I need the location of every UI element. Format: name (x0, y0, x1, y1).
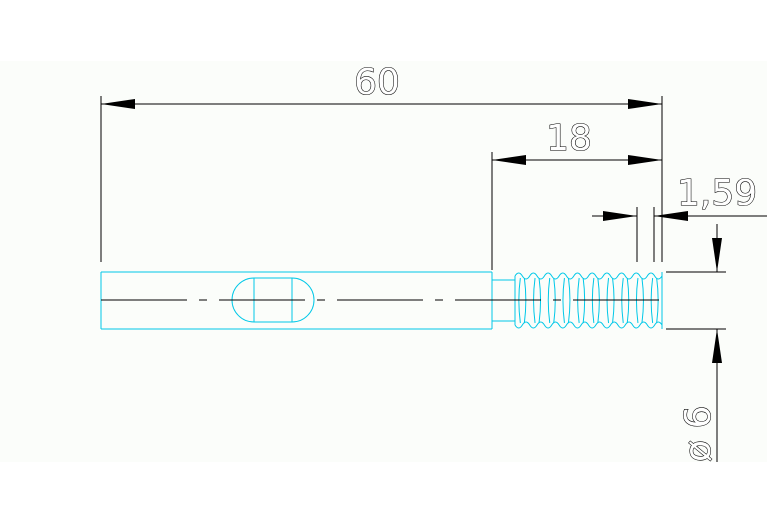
dim-pitch: 1,59 (677, 173, 757, 214)
thread-profile (514, 272, 663, 280)
cross-hole (231, 277, 315, 323)
dimension-thread-length (491, 152, 662, 270)
dim-diameter: ø 6 (678, 406, 719, 462)
dim-overall-length: 60 (354, 62, 400, 103)
dim-thread-length: 18 (546, 118, 592, 159)
dimension-overall (100, 96, 663, 262)
dimension-diameter (666, 224, 726, 462)
thread-crest (562, 277, 571, 324)
shank (100, 271, 516, 330)
thread-profile (514, 321, 663, 329)
drawing-sheet: 60 18 1,59 ø 6 (0, 61, 767, 462)
technical-drawing: 60 18 1,59 ø 6 (100, 61, 767, 462)
dimension-pitch (592, 207, 767, 262)
